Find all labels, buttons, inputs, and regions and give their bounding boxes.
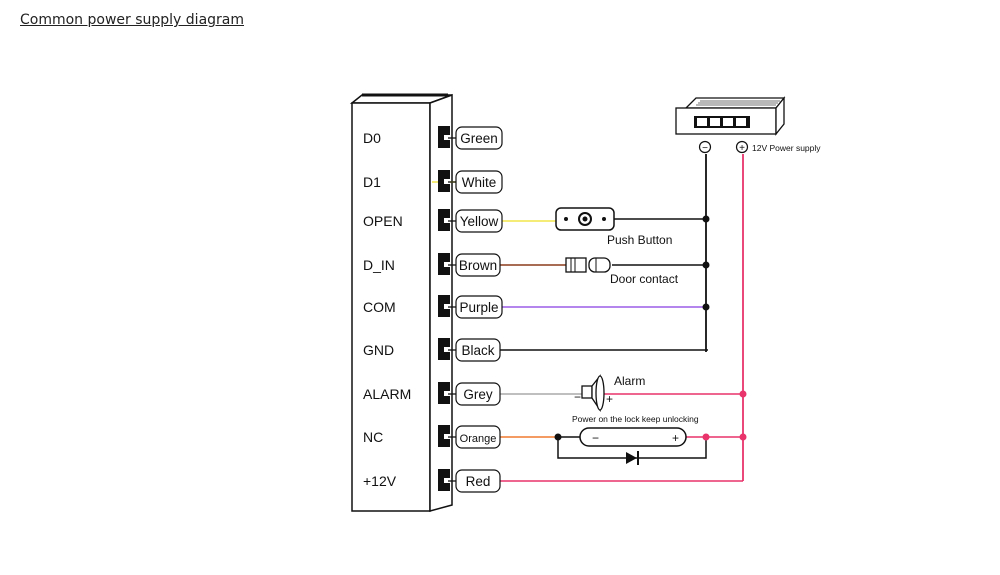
wire-label-box [455,338,501,362]
junction-dot [554,433,562,441]
psu-minus: − [702,143,708,154]
junction-dot [702,261,710,269]
electric-lock: Power on the lock keep unlocking − + [572,414,699,447]
lock-note: Power on the lock keep unlocking [572,414,699,424]
wire-label: Purple [459,300,498,315]
alarm-minus: − [574,390,581,404]
terminal-row-12v: +12V Red [363,469,501,493]
terminal-row-com: COM Purple [363,295,503,319]
alarm-plus: + [606,392,613,406]
push-button-label: Push Button [607,233,672,247]
wire-label-box [455,295,503,319]
wire-label: Grey [463,387,493,402]
psu-plus: + [739,143,745,154]
pin-label: ALARM [363,386,411,402]
wire-label: Orange [460,433,497,445]
junction-dot [739,433,747,441]
power-supply: − + 12V Power supply [675,96,821,154]
lock-minus: − [592,431,599,445]
wire-label: Brown [459,258,497,273]
terminal-row-gnd: GND Black [363,338,501,362]
wire-label-box [455,425,501,449]
wire-label-box [455,209,503,233]
pin-label: COM [363,299,396,315]
pin-label: +12V [363,473,397,489]
door-contact: Door contact [565,257,679,286]
pin-label: D_IN [363,257,395,273]
wire-label: Black [461,343,494,358]
pin-label: D0 [363,130,381,146]
pin-label: D1 [363,174,381,190]
junction-dot [702,215,710,223]
junction-dot [739,390,747,398]
alarm-siren: − + Alarm [574,374,645,413]
wire-label-box [455,469,501,493]
terminal-row-din: D_IN Brown [363,253,501,277]
pin-label: OPEN [363,213,403,229]
wire-label: Red [466,474,491,489]
terminal-row-d0: D0 Green [363,126,503,150]
wire-label: Yellow [460,214,499,229]
wire-label: Green [460,131,498,146]
terminal-row-d1: D1 White [363,170,503,194]
terminal-row-open: OPEN Yellow [363,209,503,233]
wire-label-box [455,126,503,150]
junction-dot [702,303,710,311]
lock-plus: + [672,431,679,445]
wire-label: White [462,175,497,190]
alarm-label: Alarm [614,374,645,388]
junction-dot [702,433,710,441]
wire-label-box [455,170,503,194]
page-title[interactable]: Common power supply diagram [20,12,245,28]
terminal-row-nc: NC Orange [363,425,501,449]
pin-label: NC [363,429,383,445]
wire-label-box [455,382,501,406]
diode-icon [626,451,639,465]
door-contact-label: Door contact [610,272,679,286]
terminal-row-alarm: ALARM Grey [363,382,501,406]
push-button: Push Button [555,207,672,247]
psu-label: 12V Power supply [752,143,821,153]
wires [432,154,744,482]
wire-label-box [455,253,501,277]
pin-label: GND [363,342,394,358]
junctions [554,215,747,441]
